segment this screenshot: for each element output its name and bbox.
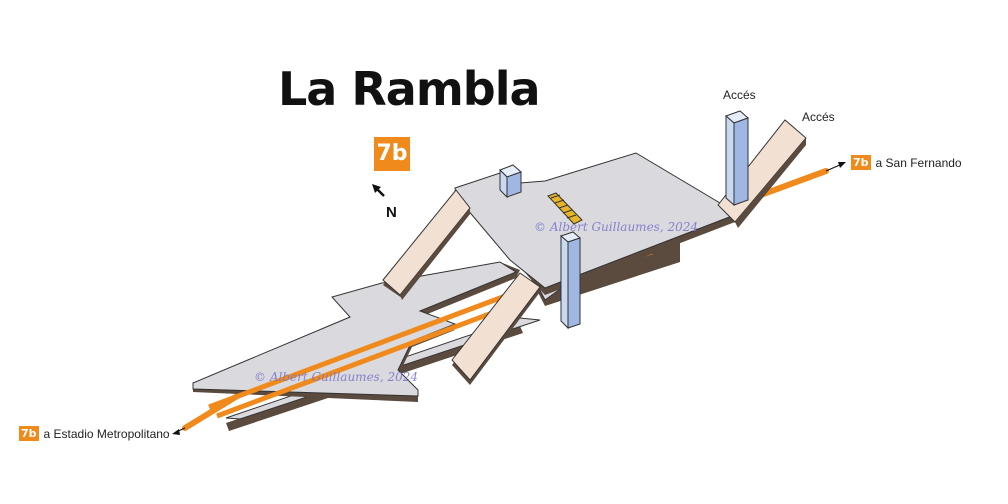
- destination-east-label: a San Fernando: [875, 155, 962, 170]
- destination-west: 7b a Estadio Metropolitano: [19, 426, 170, 441]
- north-arrow-icon: [372, 184, 385, 197]
- watermark-lower: © Albert Guillaumes, 2024: [254, 370, 418, 384]
- line-badge: 7b: [374, 137, 410, 171]
- destination-east-line-badge: 7b: [851, 155, 871, 170]
- east-arrow-icon: [825, 162, 846, 172]
- stairs-icon: [547, 192, 583, 225]
- destination-west-label: a Estadio Metropolitano: [43, 426, 170, 441]
- access-label-2: Accés: [802, 110, 835, 124]
- north-label: N: [386, 204, 397, 221]
- access-label-1: Accés: [723, 88, 756, 102]
- watermark-upper: © Albert Guillaumes, 2024: [534, 220, 698, 234]
- elevator-shaft-north: [499, 164, 522, 199]
- track-extension-east: [755, 168, 829, 199]
- destination-west-line-badge: 7b: [19, 426, 39, 441]
- elevator-shaft-access: [725, 110, 749, 207]
- destination-east: 7b a San Fernando: [851, 155, 962, 170]
- corridor-nw-edge: [400, 208, 470, 300]
- elevator-shaft-platform: [560, 231, 581, 330]
- west-platform-top: [192, 261, 518, 397]
- track-west-1: [208, 292, 509, 410]
- west-arrow-icon: [172, 427, 186, 435]
- track-west-2: [216, 301, 517, 419]
- corridor-sw: [451, 272, 541, 381]
- station-title: La Rambla: [278, 62, 540, 116]
- corridor-ne-edge: [735, 138, 806, 228]
